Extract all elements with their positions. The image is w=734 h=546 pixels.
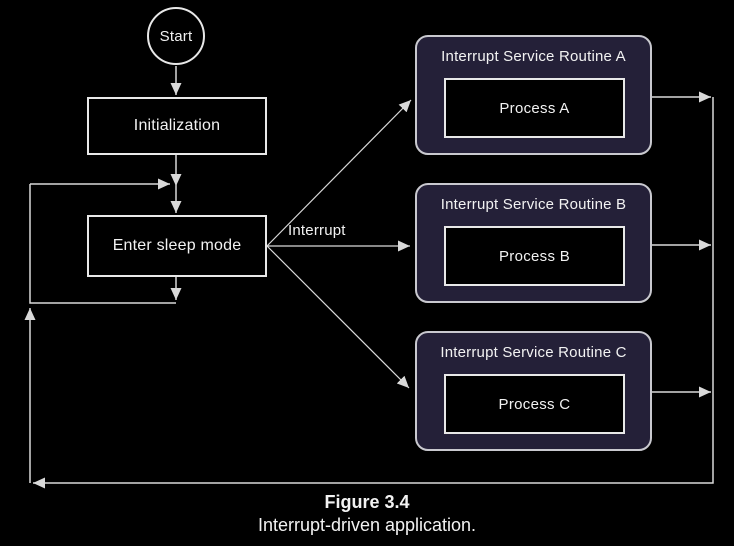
start-label: Start [159,27,193,45]
initialization-label: Initialization [133,117,221,134]
edge-inner-loop [29,184,176,304]
figure-caption: Figure 3.4 Interrupt-driven application. [0,491,734,537]
process-c-label: Process C [498,395,571,413]
figure-description: Interrupt-driven application. [257,515,477,535]
process-b-box: Process B [444,226,625,286]
process-b-label: Process B [498,247,571,265]
isr-b-title: Interrupt Service Routine B [440,196,627,213]
edge-feedback-right-bottom [33,97,714,489]
isr-b-container: Interrupt Service Routine B Process B [415,183,652,303]
process-a-box: Process A [444,78,625,138]
enter-sleep-mode-label: Enter sleep mode [112,237,242,254]
isr-c-container: Interrupt Service Routine C Process C [415,331,652,451]
process-a-label: Process A [499,99,570,117]
isr-a-title: Interrupt Service Routine A [441,48,626,65]
figure-number: Figure 3.4 [324,492,410,512]
process-c-box: Process C [444,374,625,434]
isr-c-title: Interrupt Service Routine C [440,344,627,361]
edge-interrupt-to-isr-a [266,99,412,247]
initialization-node: Initialization [87,97,267,155]
edge-interrupt-to-isr-c [266,245,410,389]
enter-sleep-mode-node: Enter sleep mode [87,215,267,277]
interrupt-edge-label: Interrupt [288,222,346,239]
isr-a-container: Interrupt Service Routine A Process A [415,35,652,155]
start-node: Start [147,7,205,65]
